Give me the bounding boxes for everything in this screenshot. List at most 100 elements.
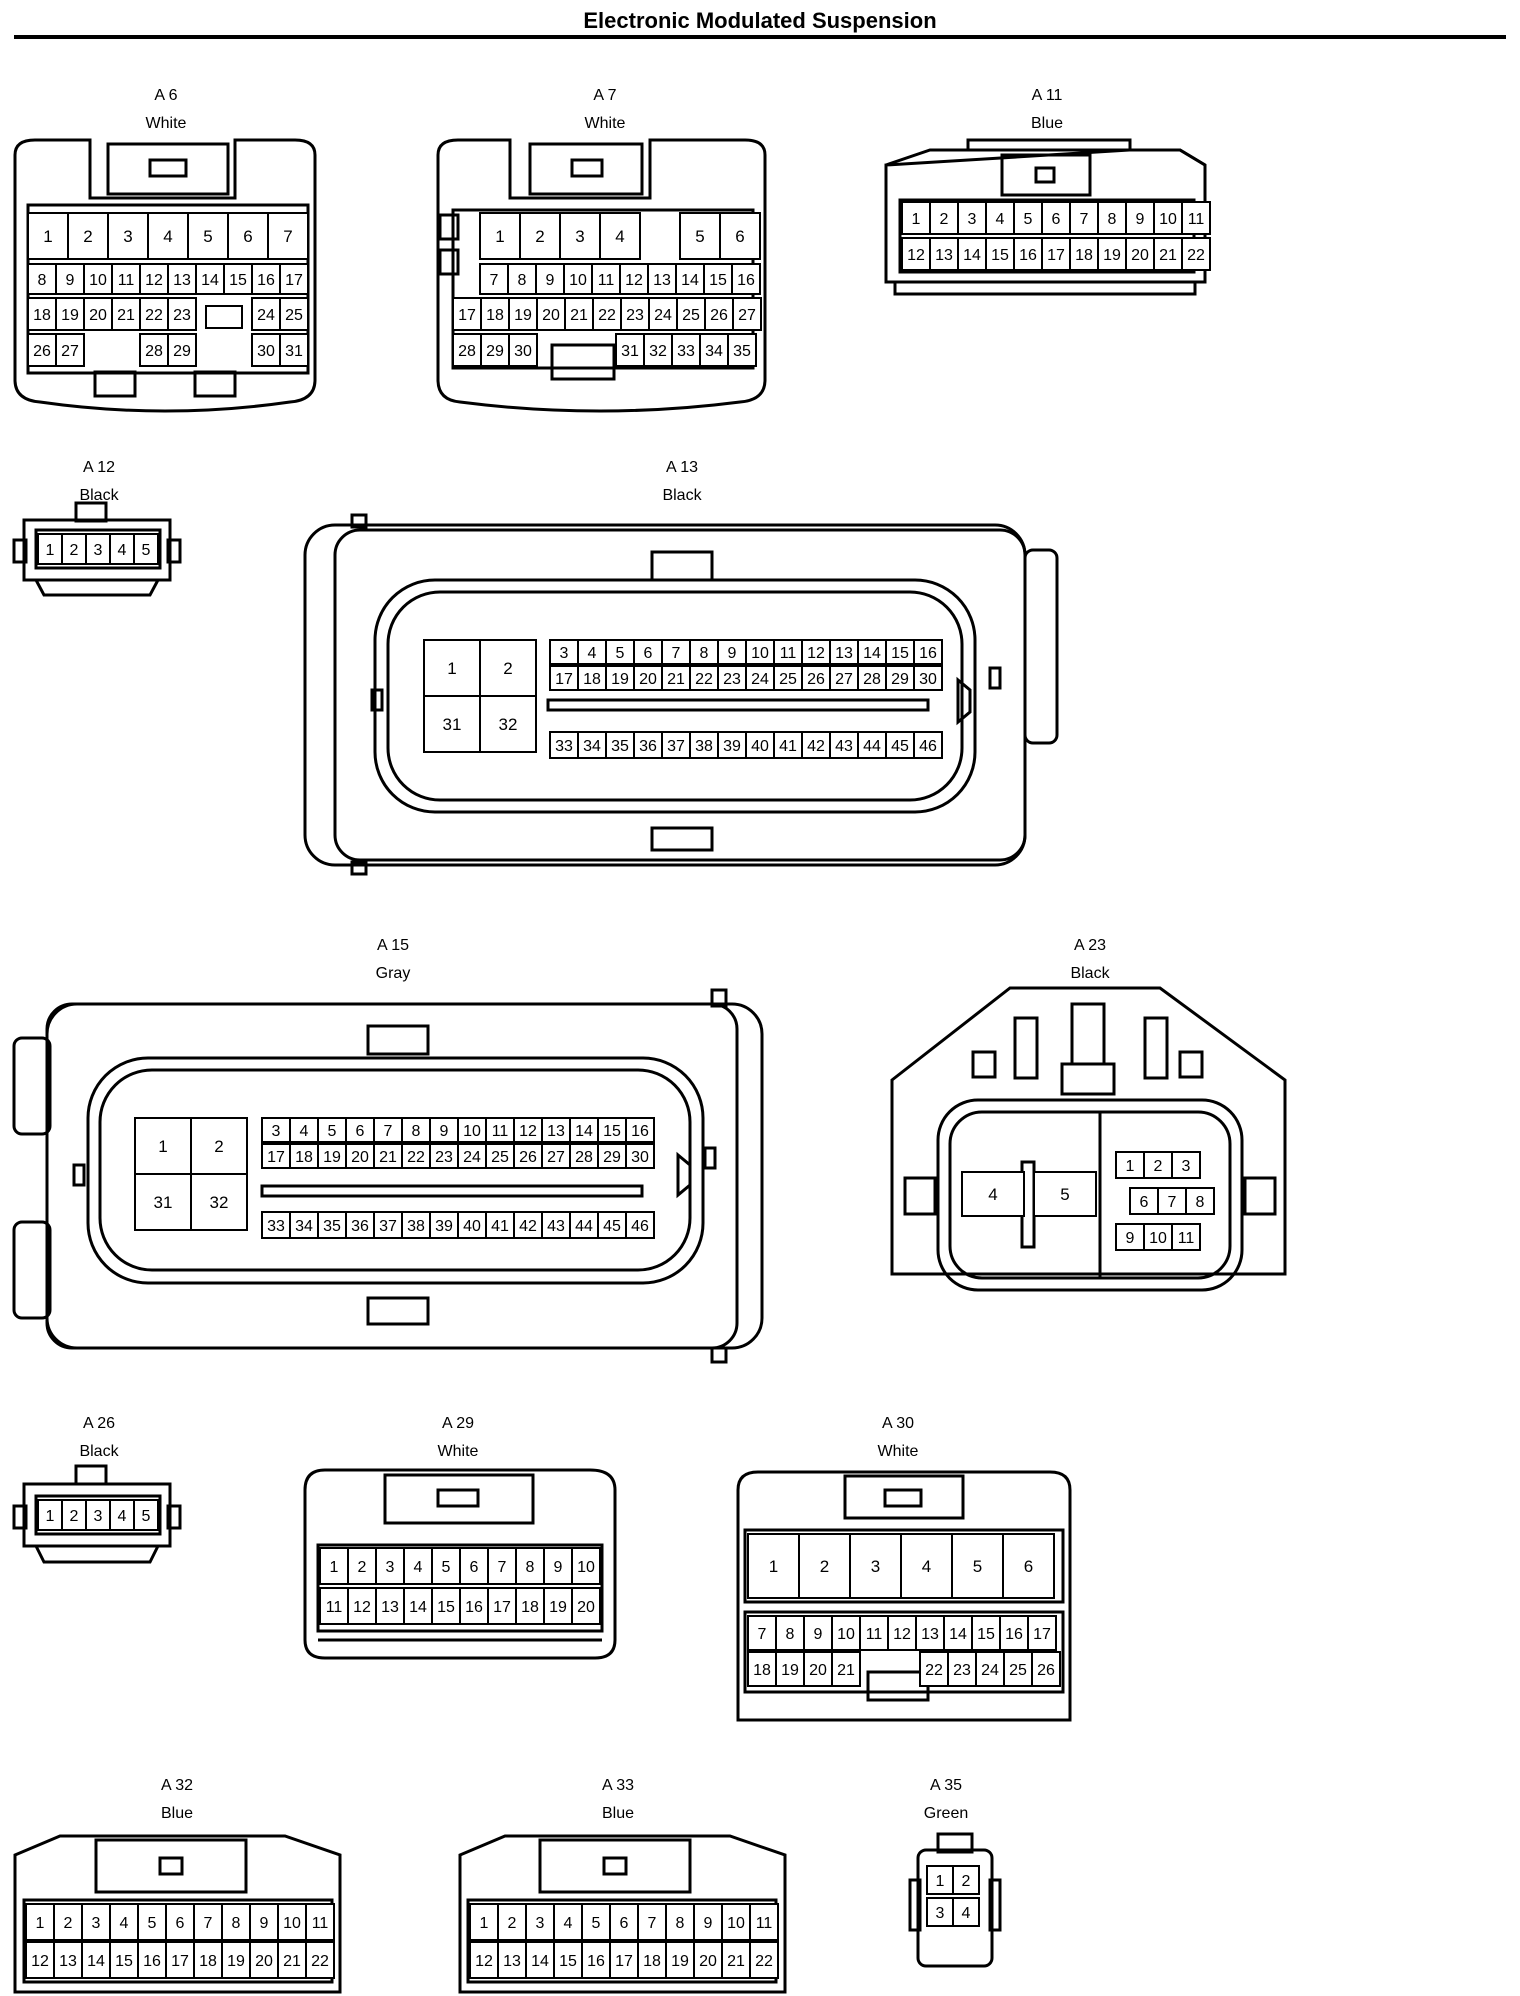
connector-a15-terminal-24: 24 [457, 1143, 487, 1169]
svg-text:11: 11 [756, 1915, 773, 1932]
connector-a33-terminal-18: 18 [637, 1941, 667, 1979]
connector-a30-housing [736, 1470, 1072, 1722]
connector-a33-terminal-14: 14 [525, 1941, 555, 1979]
svg-text:8: 8 [518, 272, 527, 289]
connector-a7-terminal-12: 12 [619, 263, 649, 295]
svg-text:22: 22 [755, 1953, 773, 1970]
svg-text:27: 27 [835, 671, 853, 688]
connector-a29-terminal-13: 13 [375, 1587, 405, 1625]
svg-text:3: 3 [575, 227, 584, 246]
connector-a13-terminal-38: 38 [689, 731, 719, 759]
svg-text:32: 32 [649, 343, 667, 360]
connector-a6-terminal-2: 2 [67, 212, 109, 260]
connector-a13-terminal-33: 33 [549, 731, 579, 759]
connector-a15-terminal-43: 43 [541, 1211, 571, 1239]
connector-a6-terminal-29: 29 [167, 333, 197, 367]
svg-text:13: 13 [935, 247, 953, 264]
svg-text:27: 27 [61, 343, 79, 360]
svg-text:46: 46 [631, 1218, 649, 1235]
connector-a29-terminal-6: 6 [459, 1547, 489, 1585]
svg-text:6: 6 [356, 1123, 365, 1140]
svg-text:10: 10 [751, 645, 769, 662]
svg-text:15: 15 [709, 272, 727, 289]
connector-a35-housing [908, 1832, 1002, 1968]
connector-a32-terminal-17: 17 [165, 1941, 195, 1979]
connector-a15-terminal-37: 37 [373, 1211, 403, 1239]
connector-a23-terminal-8: 8 [1185, 1187, 1215, 1215]
connector-a29-terminal-5: 5 [431, 1547, 461, 1585]
svg-text:28: 28 [863, 671, 881, 688]
connector-a30-name: A 30 [881, 1415, 915, 1432]
connector-a12-terminal-3: 3 [85, 533, 111, 565]
svg-text:9: 9 [554, 1559, 563, 1576]
svg-text:6: 6 [176, 1915, 185, 1932]
connector-a32-terminal-20: 20 [249, 1941, 279, 1979]
connector-a30-terminal-23: 23 [947, 1651, 977, 1687]
svg-text:6: 6 [1052, 211, 1061, 228]
svg-text:8: 8 [526, 1559, 535, 1576]
svg-text:11: 11 [312, 1915, 329, 1932]
title-rule [14, 35, 1506, 39]
connector-a23-name: A 23 [1073, 937, 1107, 954]
connector-a15-terminal-25: 25 [485, 1143, 515, 1169]
connector-a6-terminal-16: 16 [251, 263, 281, 295]
svg-text:5: 5 [592, 1915, 601, 1932]
connector-a11-terminal-12: 12 [901, 237, 931, 271]
connector-a13-terminal-42: 42 [801, 731, 831, 759]
svg-text:6: 6 [243, 227, 252, 246]
connector-a13-terminal-35: 35 [605, 731, 635, 759]
connector-a11-terminal-10: 10 [1153, 201, 1183, 235]
svg-text:2: 2 [83, 227, 92, 246]
connector-a13-terminal-45: 45 [885, 731, 915, 759]
connector-a15-terminal-29: 29 [597, 1143, 627, 1169]
connector-a7-terminal-10: 10 [563, 263, 593, 295]
connector-a30-terminal-19: 19 [775, 1651, 805, 1687]
svg-text:20: 20 [89, 307, 107, 324]
connector-a6-terminal-14: 14 [195, 263, 225, 295]
connector-a13-terminal-39: 39 [717, 731, 747, 759]
connector-a30-terminal-11: 11 [859, 1615, 889, 1651]
connector-a32-housing [13, 1834, 342, 1994]
page-title: Electronic Modulated Suspension [583, 8, 937, 33]
connector-a15-terminal-38: 38 [401, 1211, 431, 1239]
svg-text:20: 20 [542, 307, 560, 324]
connector-a6-terminal-31: 31 [279, 333, 309, 367]
connector-a12-terminal-5: 5 [133, 533, 159, 565]
connector-a15-terminal-26: 26 [513, 1143, 543, 1169]
connector-a15-terminal-12: 12 [513, 1117, 543, 1143]
connector-a30-terminal-1: 1 [747, 1533, 800, 1599]
connector-a33-terminal-1: 1 [469, 1903, 499, 1941]
svg-text:16: 16 [143, 1953, 161, 1970]
svg-text:14: 14 [575, 1123, 593, 1140]
connector-a15-terminal-40: 40 [457, 1211, 487, 1239]
svg-text:2: 2 [70, 542, 79, 559]
connector-a15-terminal-30: 30 [625, 1143, 655, 1169]
connector-a7-terminal-23: 23 [620, 297, 650, 331]
svg-text:1: 1 [158, 1137, 167, 1156]
svg-text:6: 6 [735, 227, 744, 246]
svg-text:44: 44 [863, 738, 881, 755]
connector-a11-terminal-1: 1 [901, 201, 931, 235]
connector-a30-terminal-14: 14 [943, 1615, 973, 1651]
connector-a7-color: White [584, 115, 626, 132]
svg-text:12: 12 [893, 1626, 911, 1643]
svg-text:7: 7 [384, 1123, 393, 1140]
connector-a15-terminal-23: 23 [429, 1143, 459, 1169]
svg-text:27: 27 [547, 1149, 565, 1166]
connector-a30-terminal-18: 18 [747, 1651, 777, 1687]
svg-text:29: 29 [891, 671, 909, 688]
svg-text:2: 2 [70, 1508, 79, 1525]
svg-text:15: 15 [991, 247, 1009, 264]
svg-text:1: 1 [912, 211, 921, 228]
svg-text:17: 17 [285, 272, 303, 289]
connector-a30-terminal-9: 9 [803, 1615, 833, 1651]
svg-text:4: 4 [988, 1185, 997, 1204]
connector-a29-terminal-7: 7 [487, 1547, 517, 1585]
connector-a6-terminal-3: 3 [107, 212, 149, 260]
svg-text:22: 22 [145, 307, 163, 324]
connector-a33-color: Blue [601, 1805, 635, 1822]
svg-text:5: 5 [142, 542, 151, 559]
connector-a13-terminal-26: 26 [801, 665, 831, 691]
svg-text:7: 7 [648, 1915, 657, 1932]
svg-text:41: 41 [779, 738, 797, 755]
